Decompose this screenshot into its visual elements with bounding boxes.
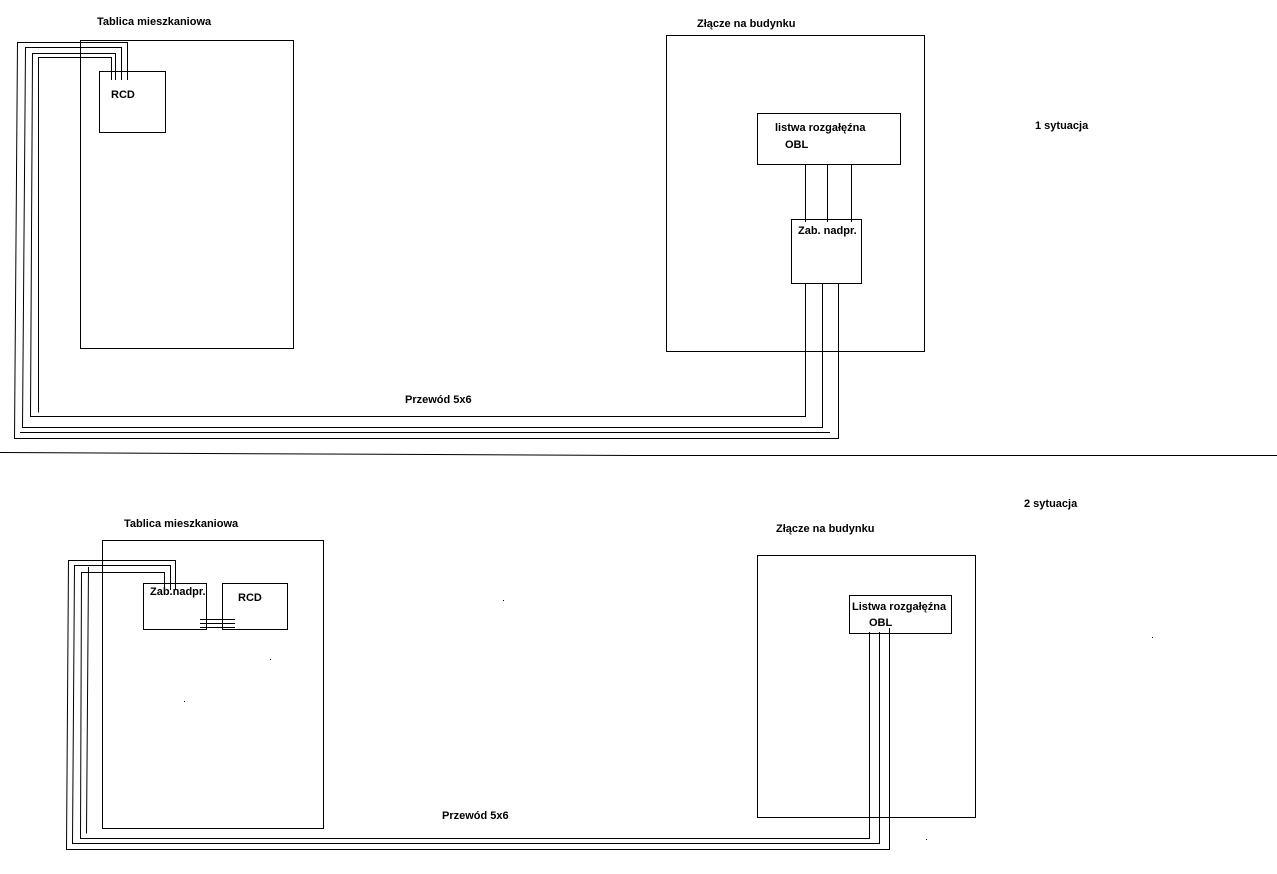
s2-panel-title: Tablica mieszkaniowa bbox=[124, 518, 239, 530]
s1-main-cable bbox=[13, 42, 839, 439]
s2-strip-label-line1: Listwa rozgałęźna bbox=[852, 601, 947, 613]
s1-strip-breaker-wires bbox=[805, 164, 852, 222]
s2-cable-wire bbox=[79, 572, 870, 839]
s1-overcurrent-breaker bbox=[791, 219, 862, 284]
s1-connection-title: Złącze na budynku bbox=[697, 18, 795, 30]
s2-breaker-label: Zab.nadpr. bbox=[150, 586, 206, 598]
s1-breaker-label: Zab. nadpr. bbox=[798, 225, 857, 237]
s1-distribution-strip bbox=[757, 113, 901, 165]
s1-rcd-box bbox=[99, 71, 166, 133]
s2-cable-label: Przewód 5x6 bbox=[442, 810, 509, 822]
s1-cable-label: Przewód 5x6 bbox=[405, 394, 472, 406]
s1-rcd-label: RCD bbox=[111, 89, 135, 101]
s2-rcd-label: RCD bbox=[238, 592, 262, 604]
s2-cable-wire bbox=[86, 566, 89, 834]
s1-strip-label-line2: OBL bbox=[785, 139, 809, 151]
situation-separator bbox=[0, 452, 1277, 456]
s1-cable-wire bbox=[29, 53, 806, 417]
s2-apartment-panel bbox=[102, 540, 324, 829]
s2-main-cable bbox=[65, 560, 890, 850]
s1-strip-label-line1: listwa rozgałęźna bbox=[775, 122, 866, 134]
situation-1-label: 1 sytuacja bbox=[1035, 120, 1089, 132]
s1-building-connection-box bbox=[666, 35, 925, 352]
s2-connection-title: Złącze na budynku bbox=[776, 523, 874, 535]
s1-cable-wire bbox=[38, 57, 112, 413]
s2-cable-wire bbox=[65, 560, 890, 850]
s1-cable-wire bbox=[21, 47, 823, 428]
s2-stray-dots bbox=[184, 600, 1153, 840]
s2-cable-wire bbox=[71, 565, 880, 844]
s1-apartment-panel bbox=[80, 40, 294, 349]
s2-rcd-box bbox=[222, 583, 288, 630]
situation-1: 1 sytuacja Tablica mieszkaniowa RCD Złąc… bbox=[13, 16, 1089, 439]
s2-strip-label-line2: OBL bbox=[869, 617, 893, 629]
s2-breaker-rcd-wires bbox=[200, 619, 235, 628]
s2-distribution-strip bbox=[849, 595, 952, 634]
s2-building-connection-box bbox=[757, 555, 976, 818]
s1-panel-title: Tablica mieszkaniowa bbox=[97, 16, 212, 28]
situation-2-label: 2 sytuacja bbox=[1024, 498, 1078, 510]
s1-cable-wire bbox=[13, 42, 839, 439]
situation-2: 2 sytuacja Tablica mieszkaniowa Zab.nadp… bbox=[65, 498, 1153, 850]
